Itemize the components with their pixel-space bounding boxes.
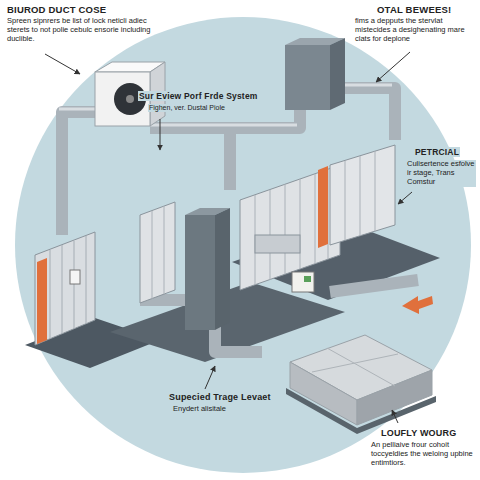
louver-panel (255, 169, 328, 285)
callout-text: fims a depputs the stervlat mistecides a… (354, 17, 476, 44)
callout-text: Fighen, ver. Dustal Piole (148, 104, 226, 112)
louver-panel (140, 202, 175, 303)
callout-text: An pelliaive frour cohoit toccyeldies th… (370, 441, 476, 468)
louver-panel (345, 151, 375, 240)
louver-panel (330, 145, 395, 245)
callout-heading: BIUROD DUCT COSE (6, 4, 107, 15)
gray-cabinet (285, 45, 330, 110)
storage-unit (357, 370, 432, 425)
callout-text: Culisertence esfolve ir stage, Trans Com… (406, 160, 476, 187)
ac-unit (126, 95, 134, 103)
duct-highlight (150, 124, 297, 127)
duct-pipe (345, 88, 395, 140)
louver-panel (240, 165, 340, 290)
duct-pipe (224, 128, 236, 190)
leader-line (160, 119, 161, 150)
tall-cabinet (185, 215, 215, 330)
gray-cabinet (285, 38, 345, 110)
leader-line (45, 54, 80, 74)
louver-panel (318, 166, 328, 248)
tall-cabinet (215, 208, 230, 330)
callout-text: Enydert alisitale (172, 405, 227, 414)
control-device (292, 272, 314, 292)
duct-highlight (59, 108, 97, 111)
tall-cabinet (185, 208, 230, 330)
callout-heading: Supecied Trage Levaet (168, 392, 272, 403)
duct-pipe (62, 88, 418, 352)
louver-panel (152, 206, 164, 299)
callout-text: Spreen sipnrers be list of lock neticli … (6, 17, 158, 44)
callout-heading: LOUFLY WOURG (380, 428, 457, 439)
callout-heading: OTAL BEWEES! (376, 4, 452, 15)
gray-cabinet (330, 38, 345, 110)
background-disc (15, 17, 471, 473)
louver-panel (50, 236, 86, 339)
leader-line (45, 52, 412, 423)
leader-line (205, 366, 215, 389)
control-device (292, 272, 314, 292)
leader-line (398, 192, 412, 204)
duct-pipe (150, 110, 300, 128)
duct-pipe (330, 280, 418, 292)
louver-panel (70, 270, 80, 284)
duct-highlight (345, 84, 392, 87)
storage-unit (286, 335, 436, 434)
louver-panel (37, 258, 47, 344)
louver-panel (35, 145, 395, 345)
pointer-arrow (402, 296, 433, 314)
storage-unit (312, 348, 398, 386)
leader-line (392, 410, 398, 423)
louver-panel (255, 235, 300, 253)
callout-heading: Sur Eview Porf Frde System (138, 91, 259, 101)
control-device (304, 276, 311, 282)
louver-panel (35, 232, 95, 345)
leader-line (376, 52, 410, 82)
storage-unit (290, 362, 357, 425)
duct-pipe (62, 112, 95, 235)
callout-heading: PETRCIAL (414, 147, 460, 157)
